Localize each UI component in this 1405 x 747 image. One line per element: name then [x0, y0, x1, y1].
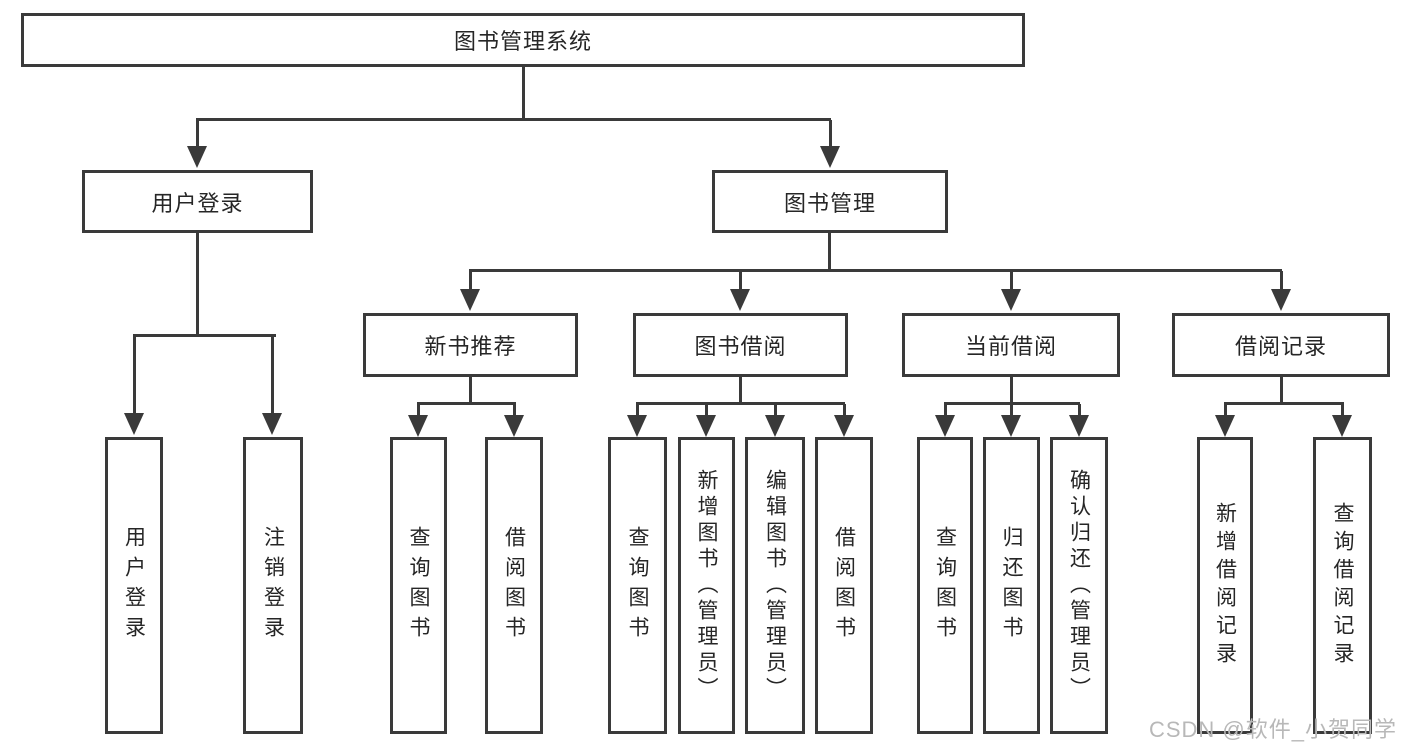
connector-line — [944, 402, 1080, 405]
arrow-down-icon — [1332, 415, 1352, 437]
node-new-book-recommend: 新书推荐 — [363, 313, 578, 377]
arrow-down-icon — [1271, 289, 1291, 311]
connector-line — [843, 404, 846, 416]
leaf-user-login: 用户登录 — [105, 437, 163, 734]
leaf-edit-books-admin: 编辑图书（管理员） — [745, 437, 805, 734]
arrow-down-icon — [1069, 415, 1089, 437]
leaf-label: 编辑图书（管理员） — [763, 468, 787, 703]
connector-line — [1224, 402, 1344, 405]
leaf-label: 新增借阅记录 — [1213, 501, 1237, 670]
connector-line — [1280, 271, 1283, 291]
node-book-management: 图书管理 — [712, 170, 948, 233]
arrow-down-icon — [1001, 289, 1021, 311]
leaf-logout: 注销登录 — [243, 437, 303, 734]
leaf-label: 借阅图书 — [502, 525, 526, 646]
leaf-label: 查询图书 — [407, 525, 430, 646]
node-current-borrow: 当前借阅 — [902, 313, 1120, 377]
leaf-query-borrow-record: 查询借阅记录 — [1313, 437, 1372, 734]
connector-line — [469, 269, 1282, 272]
connector-line — [469, 271, 472, 291]
arrow-down-icon — [1215, 415, 1235, 437]
arrow-down-icon — [187, 146, 207, 168]
connector-line — [636, 402, 845, 405]
arrow-down-icon — [408, 415, 428, 437]
connector-line — [1280, 377, 1283, 405]
leaf-label: 查询图书 — [933, 525, 957, 646]
connector-line — [636, 404, 639, 416]
node-library-management-system: 图书管理系统 — [21, 13, 1025, 67]
arrow-down-icon — [834, 415, 854, 437]
arrow-down-icon — [1001, 415, 1021, 437]
connector-line — [133, 334, 276, 337]
csdn-watermark: CSDN @软件_小贺同学 — [1148, 717, 1397, 742]
connector-line — [1010, 271, 1013, 291]
connector-line — [522, 67, 525, 120]
connector-line — [739, 271, 742, 291]
leaf-confirm-return-admin: 确认归还（管理员） — [1050, 437, 1108, 734]
arrow-down-icon — [820, 146, 840, 168]
connector-line — [196, 120, 199, 148]
leaf-add-books-admin: 新增图书（管理员） — [678, 437, 735, 734]
leaf-add-borrow-record: 新增借阅记录 — [1197, 437, 1253, 734]
leaf-return-books: 归还图书 — [983, 437, 1040, 734]
connector-line — [1341, 404, 1344, 416]
node-borrow-records: 借阅记录 — [1172, 313, 1390, 377]
connector-line — [469, 377, 472, 405]
leaf-borrow-books: 借阅图书 — [485, 437, 543, 734]
leaf-query-books: 查询图书 — [608, 437, 667, 734]
connector-line — [133, 336, 136, 414]
connector-line — [828, 233, 831, 271]
connector-line — [196, 118, 831, 121]
arrow-down-icon — [504, 415, 524, 437]
arrow-down-icon — [765, 415, 785, 437]
connector-line — [1224, 404, 1227, 416]
leaf-label: 注销登录 — [261, 525, 285, 646]
connector-line — [1078, 404, 1081, 416]
connector-line — [196, 233, 199, 337]
arrow-down-icon — [262, 413, 282, 435]
connector-line — [1010, 404, 1013, 416]
leaf-label: 查询图书 — [626, 525, 649, 646]
arrow-down-icon — [730, 289, 750, 311]
arrow-down-icon — [935, 415, 955, 437]
connector-line — [944, 404, 947, 416]
arrow-down-icon — [124, 413, 144, 435]
connector-line — [829, 120, 832, 148]
connector-line — [271, 336, 274, 414]
leaf-borrow-books: 借阅图书 — [815, 437, 873, 734]
connector-line — [417, 404, 420, 416]
node-book-borrow: 图书借阅 — [633, 313, 848, 377]
connector-line — [513, 404, 516, 416]
arrow-down-icon — [460, 289, 480, 311]
leaf-query-books: 查询图书 — [917, 437, 973, 734]
leaf-label: 确认归还（管理员） — [1067, 468, 1091, 703]
leaf-label: 归还图书 — [1000, 525, 1023, 646]
arrow-down-icon — [627, 415, 647, 437]
connector-line — [417, 402, 516, 405]
connector-line — [774, 404, 777, 416]
leaf-label: 借阅图书 — [832, 525, 856, 646]
connector-line — [739, 377, 742, 405]
leaf-label: 新增图书（管理员） — [695, 468, 718, 703]
arrow-down-icon — [696, 415, 716, 437]
connector-line — [1010, 377, 1013, 405]
node-user-login: 用户登录 — [82, 170, 313, 233]
leaf-label: 用户登录 — [122, 525, 146, 646]
leaf-label: 查询借阅记录 — [1331, 501, 1354, 670]
leaf-query-books: 查询图书 — [390, 437, 447, 734]
connector-line — [705, 404, 708, 416]
